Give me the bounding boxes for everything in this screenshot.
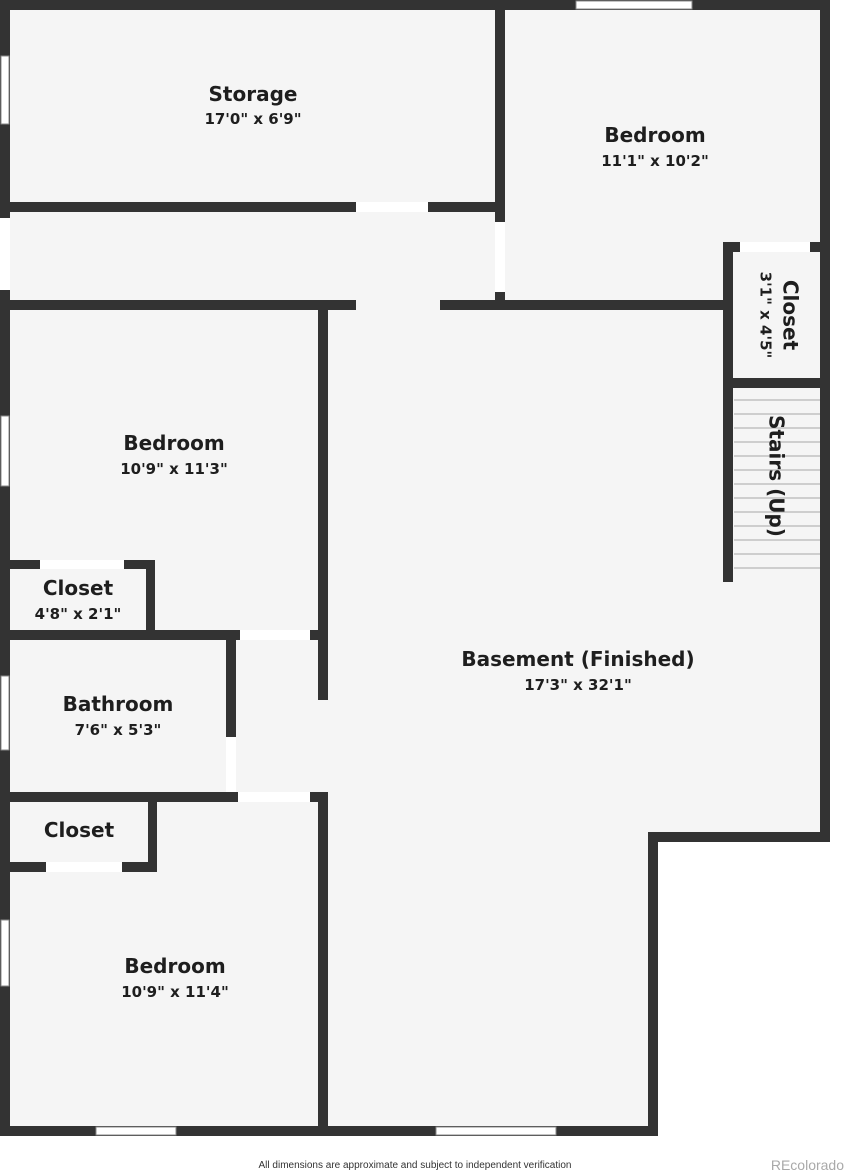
bedroom-bottom-left-name: Bedroom	[124, 954, 225, 978]
stairs-label: Stairs (Up)	[765, 415, 789, 537]
closet-lower-left-name: Closet	[44, 818, 115, 842]
closet-right-name: Closet	[779, 280, 803, 351]
bedroom-mid-left-dims: 10'9" x 11'3"	[120, 460, 228, 478]
bedroom-mid-left-name: Bedroom	[123, 431, 224, 455]
closet-mid-left-dims: 4'8" x 2'1"	[35, 605, 122, 623]
door-openings	[0, 202, 810, 872]
bedroom-bottom-left-dims: 10'9" x 11'4"	[121, 983, 229, 1001]
bathroom-dims: 7'6" x 5'3"	[75, 721, 162, 739]
windows	[0, 0, 693, 1136]
storage-name: Storage	[209, 82, 298, 106]
bathroom-name: Bathroom	[63, 692, 174, 716]
basement-name: Basement (Finished)	[461, 647, 694, 671]
brand-watermark: REcolorado	[770, 1157, 844, 1173]
bedroom-top-right-name: Bedroom	[604, 123, 705, 147]
closet-right-dims: 3'1" x 4'5"	[757, 272, 775, 359]
basement-dims: 17'3" x 32'1"	[524, 676, 632, 694]
floor-area	[4, 4, 826, 1128]
disclaimer-text: All dimensions are approximate and subje…	[258, 1160, 572, 1171]
storage-dims: 17'0" x 6'9"	[204, 110, 301, 128]
closet-mid-left-name: Closet	[43, 576, 114, 600]
stairs-treads	[734, 399, 820, 569]
bedroom-top-right-dims: 11'1" x 10'2"	[601, 152, 709, 170]
